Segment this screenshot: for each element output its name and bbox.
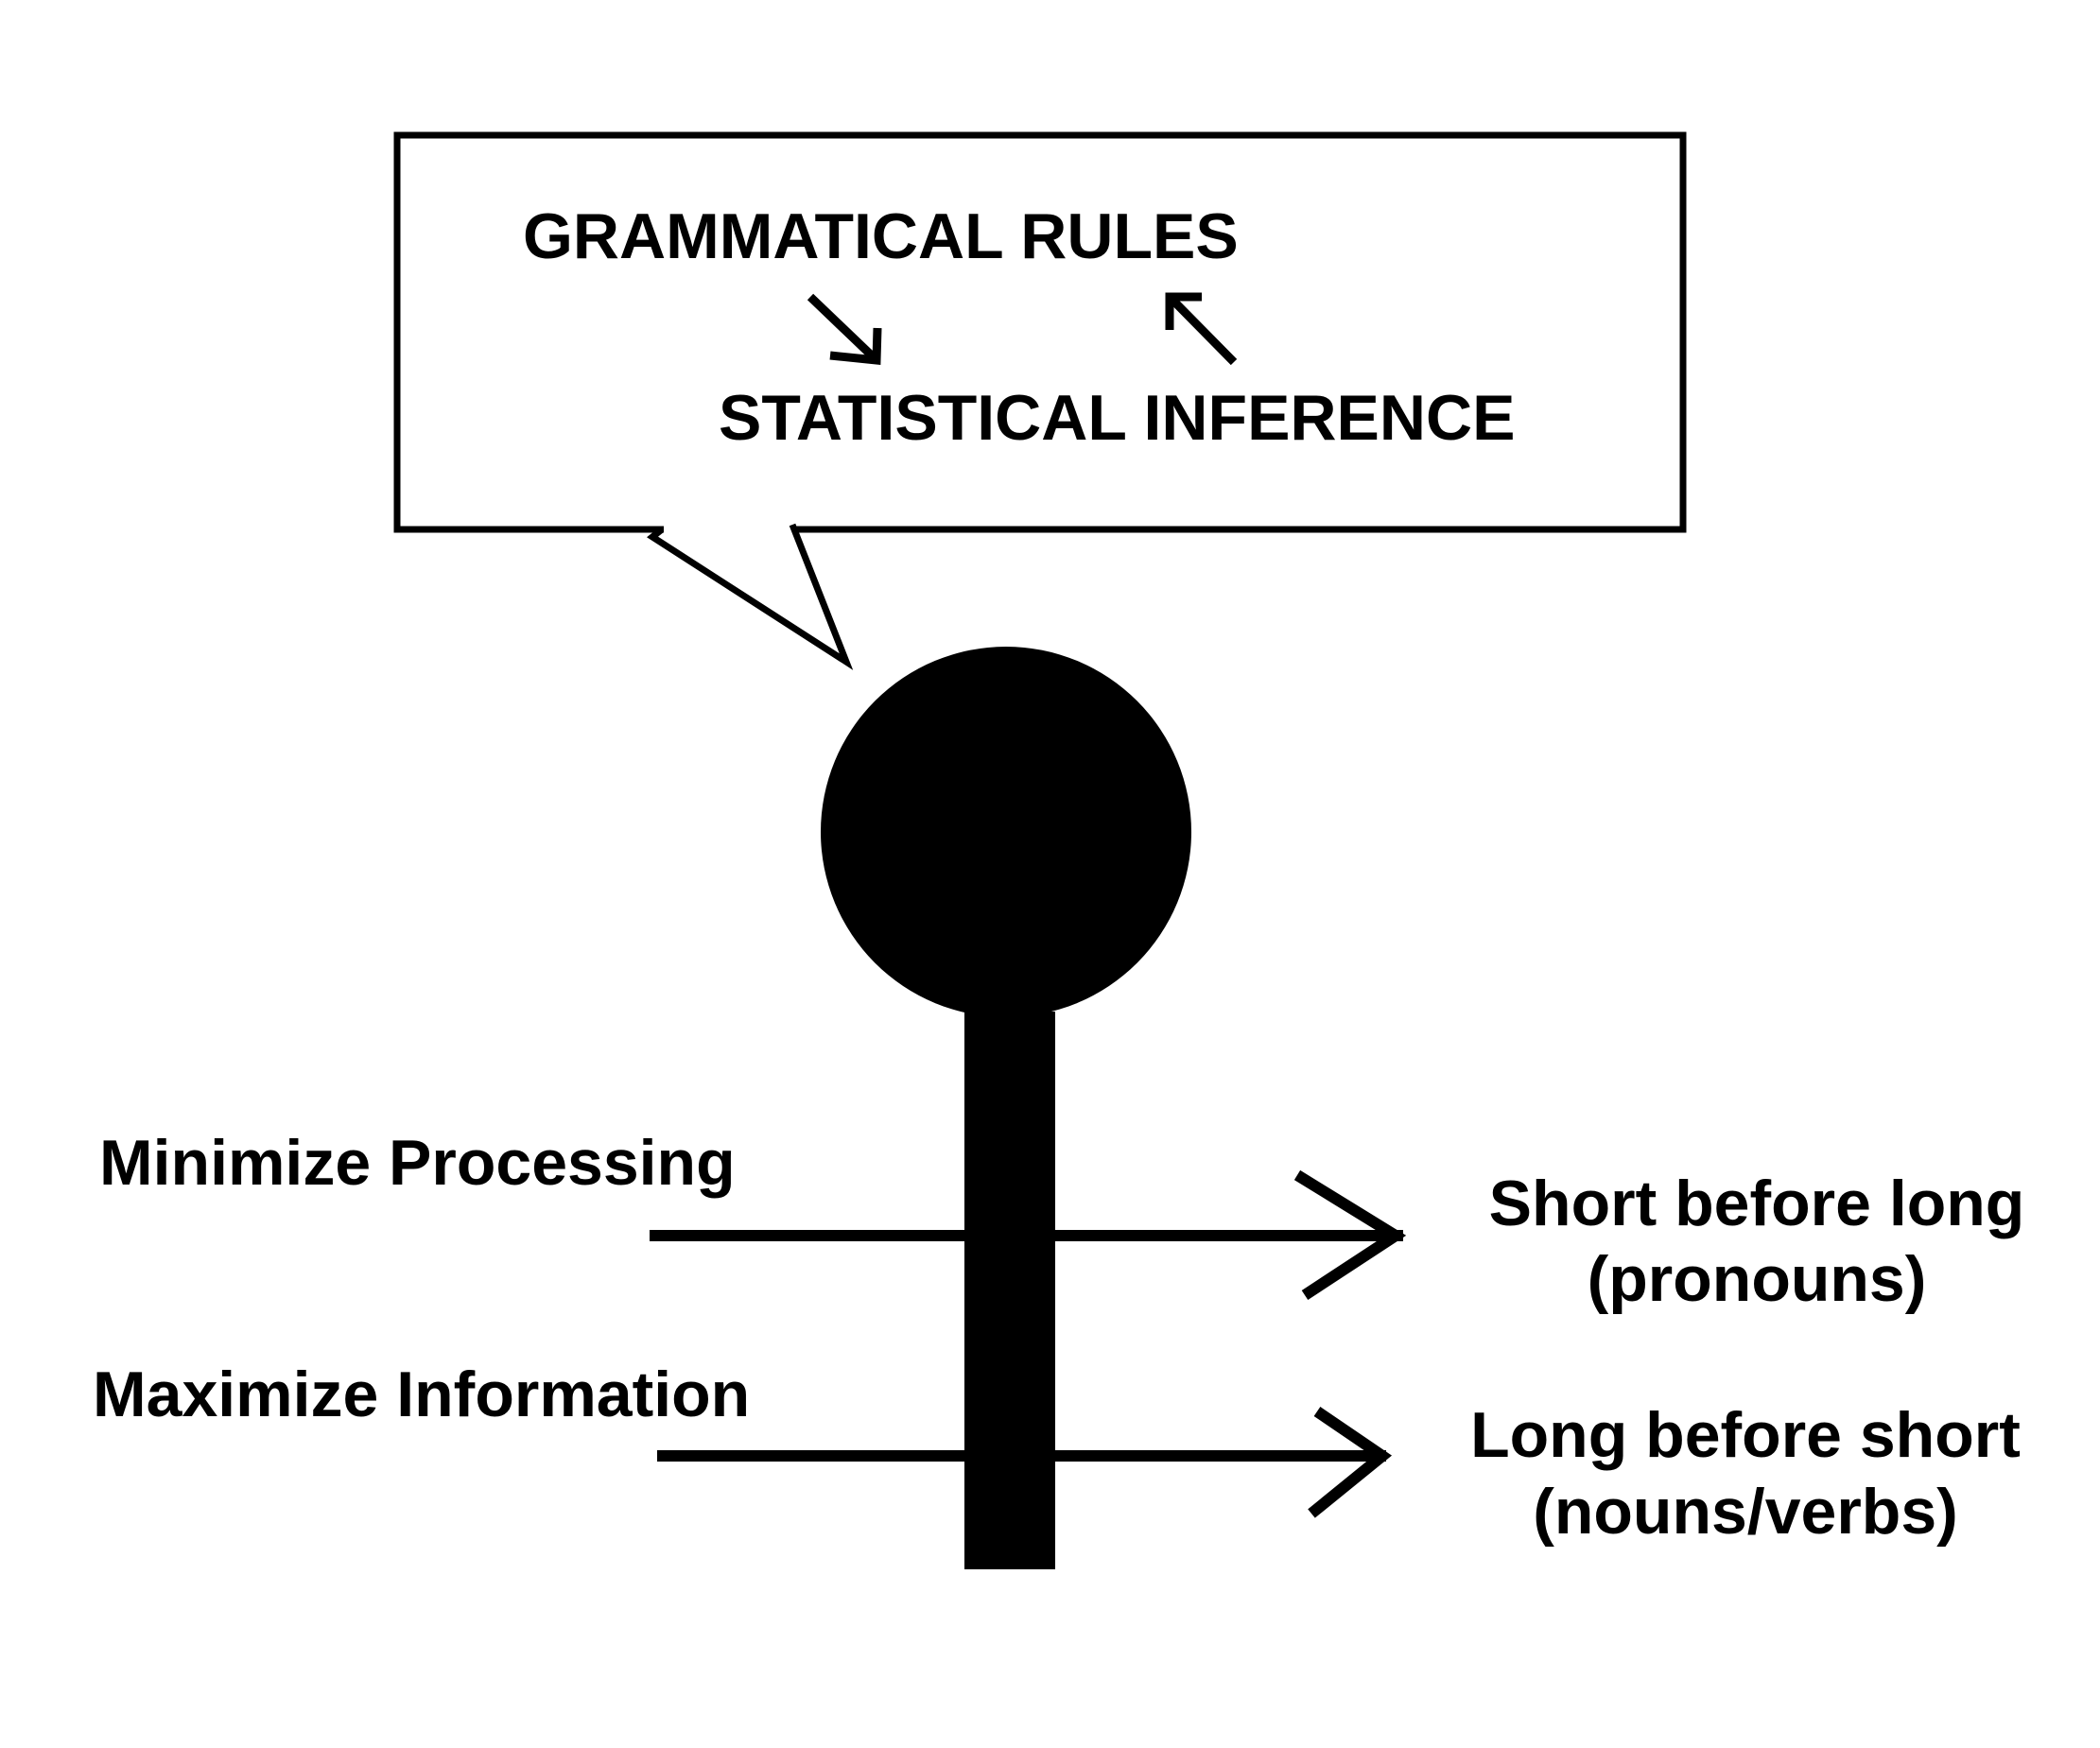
speech-bubble-tail: [647, 523, 854, 670]
lower-arrow-icon: [657, 1407, 1393, 1518]
upper-arrow-icon: [650, 1169, 1407, 1301]
arrow-down-right-icon: [807, 293, 882, 365]
speech-bubble: [393, 131, 1687, 670]
arrow-up-left-icon: [1165, 292, 1238, 366]
short-before-long-label: Short before long: [1489, 1168, 2025, 1239]
figure-head: [821, 647, 1191, 1017]
grammatical-rules-label: GRAMMATICAL RULES: [523, 200, 1239, 272]
long-before-short-label: Long before short: [1470, 1399, 2021, 1471]
lollipop-figure: [821, 647, 1191, 1569]
speech-bubble-box: [393, 131, 1687, 533]
pronouns-label: (pronouns): [1588, 1243, 1927, 1315]
figure-stick: [964, 1012, 1055, 1569]
maximize-information-label: Maximize Information: [93, 1359, 750, 1430]
statistical-inference-label: STATISTICAL INFERENCE: [719, 382, 1515, 454]
nouns-verbs-label: (nouns/verbs): [1533, 1476, 1958, 1548]
minimize-processing-label: Minimize Processing: [99, 1127, 736, 1199]
